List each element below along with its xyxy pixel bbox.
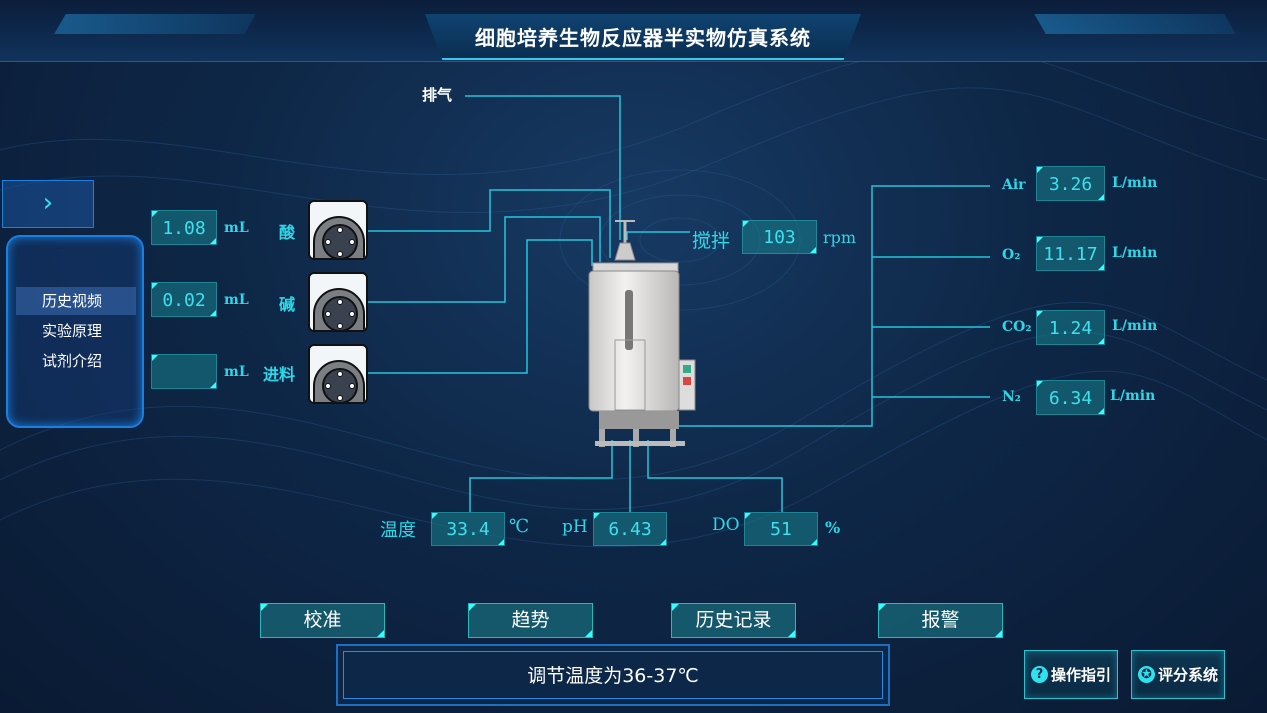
temperature-label: 温度 — [380, 520, 416, 541]
feed-pump-icon[interactable] — [308, 344, 368, 404]
acid-unit: mL — [224, 220, 249, 236]
feed-unit: mL — [224, 364, 249, 380]
stirring-label: 搅拌 — [692, 230, 731, 252]
acid-pump-icon[interactable] — [308, 200, 368, 260]
title-plate — [425, 14, 861, 60]
base-pump-icon[interactable] — [308, 272, 368, 332]
stirring-unit: rpm — [823, 228, 857, 247]
gas-air-flow-field[interactable]: 3.26 — [1036, 166, 1105, 201]
gas-n2-flow-field[interactable]: 6.34 — [1036, 380, 1105, 415]
scoring-system-label: 评分系统 — [1157, 666, 1218, 684]
temperature-field[interactable]: 33.4 — [431, 512, 505, 546]
gas-air-label: Air — [1002, 177, 1026, 193]
acid-label: 酸 — [279, 223, 296, 242]
feed-volume-field[interactable] — [151, 354, 217, 389]
gas-co2-unit: L/min — [1112, 318, 1158, 334]
stirring-speed-field[interactable]: 103 — [742, 220, 817, 254]
chevron-right-icon: › — [42, 188, 54, 218]
do-unit: % — [825, 518, 841, 537]
operation-guide-button[interactable]: ?操作指引 — [1024, 650, 1118, 699]
bioreactor-vessel-icon — [588, 220, 696, 447]
gas-o2-unit: L/min — [1112, 245, 1158, 261]
sidebar-item-history-video[interactable]: 历史视频 — [16, 287, 136, 315]
base-label: 碱 — [279, 295, 296, 314]
calibrate-button[interactable]: 校准 — [260, 603, 385, 638]
award-icon: ✪ — [1137, 666, 1155, 683]
gas-n2-label: N₂ — [1002, 389, 1021, 405]
exhaust-label: 排气 — [422, 86, 453, 104]
sidebar-toggle-button[interactable]: › — [2, 180, 94, 228]
alarm-button[interactable]: 报警 — [878, 603, 1003, 638]
message-text: 调节温度为36-37℃ — [343, 651, 883, 699]
do-field[interactable]: 51 — [744, 512, 818, 546]
gas-n2-unit: L/min — [1110, 388, 1156, 404]
page-title: 细胞培养生物反应器半实物仿真系统 — [475, 26, 811, 50]
gas-co2-flow-field[interactable]: 1.24 — [1036, 310, 1105, 345]
history-button[interactable]: 历史记录 — [671, 603, 796, 638]
header-decoration — [1034, 14, 1236, 34]
gas-air-unit: L/min — [1112, 175, 1158, 191]
gas-co2-label: CO₂ — [1002, 319, 1032, 335]
header-decoration — [54, 14, 256, 34]
acid-volume-field[interactable]: 1.08 — [151, 210, 217, 245]
question-circle-icon: ? — [1030, 666, 1048, 683]
ph-label: pH — [562, 517, 588, 537]
gas-o2-flow-field[interactable]: 11.17 — [1036, 236, 1105, 271]
do-label: DO — [712, 515, 740, 535]
operation-guide-label: 操作指引 — [1050, 666, 1111, 684]
scoring-system-button[interactable]: ✪评分系统 — [1131, 650, 1225, 699]
sidebar-item-reagents[interactable]: 试剂介绍 — [42, 352, 103, 370]
gas-o2-label: O₂ — [1002, 247, 1021, 263]
base-volume-field[interactable]: 0.02 — [151, 282, 217, 317]
connector-lines — [367, 95, 990, 512]
temperature-unit: ℃ — [509, 516, 530, 537]
trend-button[interactable]: 趋势 — [468, 603, 593, 638]
base-unit: mL — [224, 292, 249, 308]
sidebar-item-principle[interactable]: 实验原理 — [42, 322, 103, 340]
message-panel: 调节温度为36-37℃ — [336, 644, 890, 706]
sidebar-menu: 历史视频 实验原理 试剂介绍 — [6, 235, 144, 428]
feed-label: 进料 — [263, 365, 296, 384]
ph-field[interactable]: 6.43 — [593, 512, 667, 546]
